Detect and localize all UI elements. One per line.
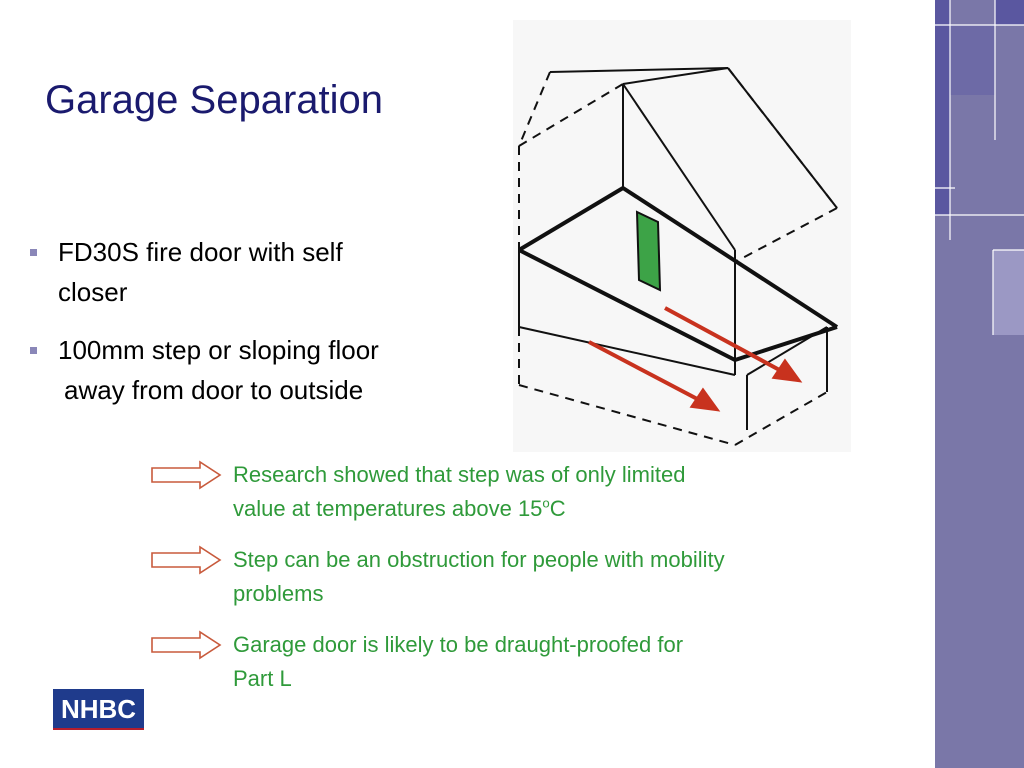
hidden-base-line — [518, 384, 736, 446]
bullet-square-icon — [30, 347, 37, 354]
garage-diagram — [513, 20, 851, 452]
notes-list: Research showed that step was of only li… — [150, 458, 890, 713]
slope-arrow-shaft — [588, 340, 704, 404]
bullet-square-icon — [30, 249, 37, 256]
slope-arrow-shaft — [664, 306, 786, 375]
hidden-roof-line — [518, 71, 551, 147]
note-text-line2: problems — [233, 581, 324, 606]
bullet-text-continuation: closer — [58, 277, 128, 307]
bullet-item: FD30S fire door with self closer — [30, 232, 500, 312]
note-item: Step can be an obstruction for people wi… — [150, 543, 890, 611]
bullet-item: 100mm step or sloping floor away from do… — [30, 330, 500, 410]
outline-arrow-icon — [151, 460, 222, 490]
slide-title: Garage Separation — [45, 78, 384, 122]
note-text: Step can be an obstruction for people wi… — [233, 547, 725, 572]
bullet-text-continuation: away from door to outside — [64, 375, 364, 405]
note-text-line2: Part L — [233, 666, 292, 691]
note-item: Garage door is likely to be draught-proo… — [150, 628, 890, 696]
note-text: Garage door is likely to be draught-proo… — [233, 632, 684, 657]
hidden-gable-line — [518, 83, 624, 147]
note-text: Research showed that step was of only li… — [233, 462, 686, 487]
hidden-ridge-line — [727, 67, 838, 209]
floor-edge-line — [518, 326, 736, 376]
hidden-eave-line — [734, 207, 838, 263]
nhbc-logo: NHBC — [53, 689, 144, 730]
roof-ridge-line — [549, 67, 729, 73]
gable-line — [622, 83, 736, 251]
outline-arrow-icon — [151, 630, 222, 660]
separation-line — [517, 186, 625, 252]
note-item: Research showed that step was of only li… — [150, 458, 890, 526]
bullet-list: FD30S fire door with self closer 100mm s… — [30, 232, 500, 428]
separation-line — [621, 186, 839, 329]
bullet-text: 100mm step or sloping floor — [58, 335, 379, 365]
decorative-sidebar — [935, 0, 1024, 768]
note-text-line2: value at temperatures above 15oC — [233, 495, 566, 521]
fire-door-shape — [635, 210, 662, 292]
hidden-base-side — [734, 391, 828, 446]
slope-arrow-head — [771, 358, 803, 383]
slope-arrow-head — [689, 387, 721, 412]
outline-arrow-icon — [151, 545, 222, 575]
roof-edge-line — [622, 67, 729, 85]
separation-line — [518, 248, 736, 362]
bullet-text: FD30S fire door with self — [58, 237, 343, 267]
